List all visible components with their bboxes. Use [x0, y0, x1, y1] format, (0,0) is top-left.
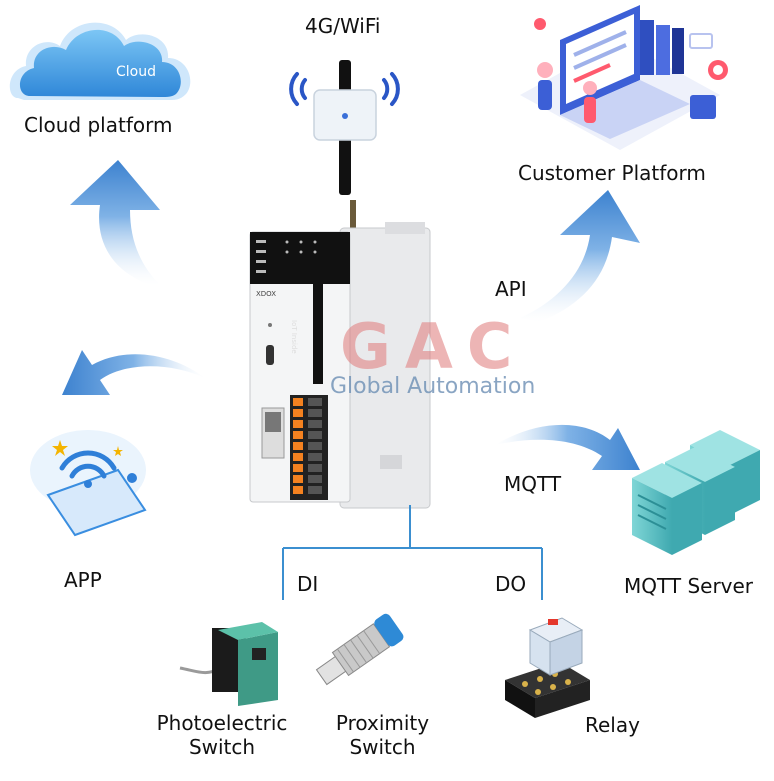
cloud-icon-text: Cloud: [116, 64, 156, 80]
iot-controller-device: [249, 200, 431, 509]
proximity-switch-label: Proximity Switch: [325, 711, 440, 759]
device-brand: XDOX: [256, 290, 277, 298]
di-label: DI: [297, 572, 319, 596]
app-phone-icon: [30, 430, 147, 537]
mqtt-label: MQTT: [504, 472, 562, 496]
arrow-to-cloud: [70, 160, 160, 285]
photoelectric-label-line2: Switch: [188, 735, 256, 759]
proximity-label-line2: Switch: [349, 735, 416, 759]
mqtt-server-icon: [632, 430, 760, 555]
wifi-label: 4G/WiFi: [305, 14, 381, 38]
watermark-logo: GAC: [340, 310, 527, 383]
relay-icon: [505, 617, 590, 718]
arrow-to-customer-platform: [520, 190, 640, 322]
cloud-icon: [9, 22, 191, 100]
photoelectric-switch-icon: [179, 622, 278, 706]
terminal-block: [290, 395, 328, 500]
do-label: DO: [495, 572, 527, 596]
customer-platform-illustration: [520, 5, 728, 150]
watermark-text: Global Automation: [330, 374, 536, 399]
proximity-label-line1: Proximity: [335, 711, 430, 735]
io-wiring: [282, 505, 543, 600]
photoelectric-label-line1: Photoelectric: [156, 711, 288, 735]
cloud-platform-label: Cloud platform: [24, 113, 173, 137]
arrow-to-mqtt-server: [495, 424, 640, 470]
customer-platform-label: Customer Platform: [518, 161, 706, 185]
app-label: APP: [64, 568, 102, 592]
watermark: GAC Global Automation: [330, 310, 580, 403]
mqtt-server-label: MQTT Server: [624, 574, 754, 598]
router-icon: [289, 60, 400, 195]
api-label: API: [495, 277, 527, 301]
photoelectric-switch-label: Photoelectric Switch: [152, 711, 292, 759]
proximity-switch-icon: [315, 613, 404, 686]
relay-label: Relay: [585, 713, 640, 737]
device-side-text: IoT Inside: [290, 320, 298, 354]
arrow-to-app: [62, 350, 205, 395]
